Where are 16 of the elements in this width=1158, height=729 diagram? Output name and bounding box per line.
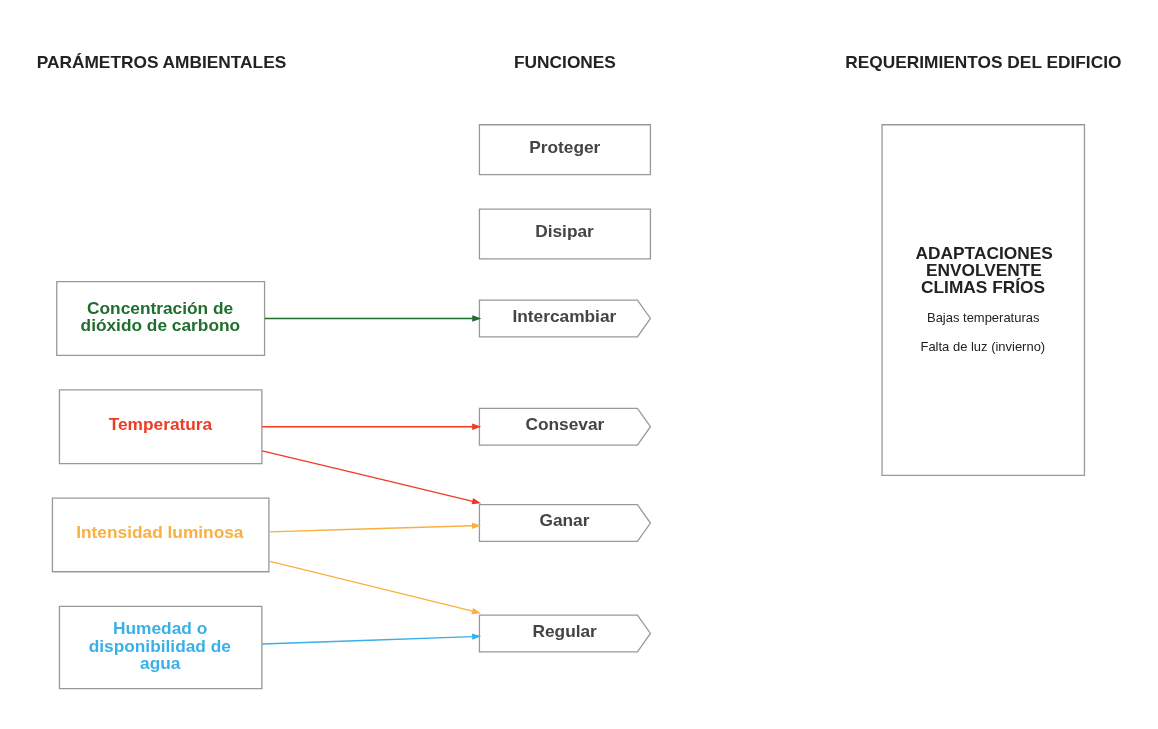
arrow [261, 450, 482, 505]
node-box: Disipar [478, 208, 652, 260]
node-box: Proteger [478, 124, 652, 176]
node-box: Concentración de dióxido de carbono [56, 281, 266, 356]
arrow [268, 560, 482, 615]
label: FUNCIONES [514, 52, 616, 73]
node-box: Intensidad luminosa [51, 497, 270, 573]
node-box: Temperatura [58, 389, 263, 465]
arrow [261, 423, 482, 430]
node-box: ADAPTACIONES ENVOLVENTE CLIMAS FRÍOS Bajas temperaturas Falta de luz (invierno) [881, 124, 1086, 477]
label: PARÁMETROS AMBIENTALES [36, 52, 287, 73]
arrow [268, 522, 482, 533]
arrow [261, 633, 482, 645]
node-box: Humedad o disponibilidad de agua [58, 605, 263, 690]
arrow [264, 315, 482, 322]
label: REQUERIMIENTOS DEL EDIFICIO [845, 52, 1122, 73]
